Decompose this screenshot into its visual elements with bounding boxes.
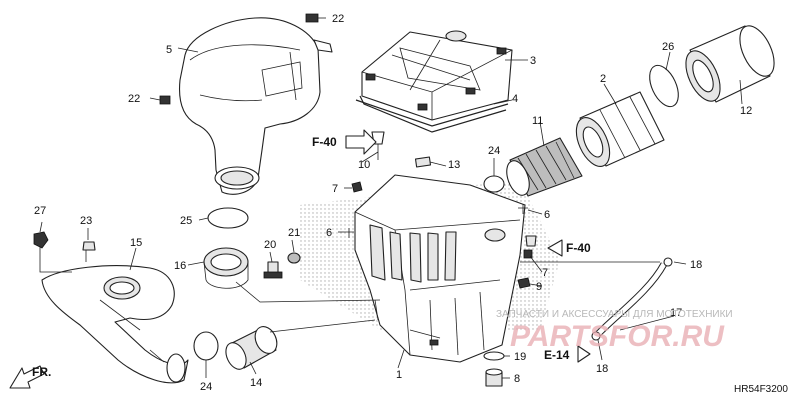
part-24-band-upper: [483, 175, 505, 193]
part-25-band: [207, 207, 249, 229]
callout-9: 9: [536, 281, 542, 293]
part-23-bolt: [82, 241, 96, 251]
ref-label-f40-right: F-40: [566, 241, 591, 255]
callout-14: 14: [250, 377, 262, 389]
part-21-grommet: [287, 252, 301, 264]
ref-arrow-f40-right: F-40: [547, 239, 591, 257]
callout-18-lower: 18: [596, 363, 608, 375]
part-6-clip-right: [518, 204, 528, 214]
callout-3: 3: [530, 55, 536, 67]
leader-lines: [39, 17, 743, 379]
callout-21: 21: [288, 227, 300, 239]
part-18-clip-upper: [663, 257, 673, 267]
callout-19: 19: [514, 351, 526, 363]
ref-label-f40-upper: F-40: [312, 135, 337, 149]
callout-17: 17: [670, 307, 682, 319]
part-5-upper-duct: [178, 17, 333, 195]
part-14-lower-joint: [225, 326, 278, 370]
part-22-bolt-upper: [305, 13, 319, 23]
part-4-gasket: [355, 95, 509, 133]
part-7-clip-upper: [351, 181, 363, 193]
callout-10: 10: [358, 159, 370, 171]
part-1-air-cleaner-case: [354, 174, 526, 363]
front-arrow: FR.: [9, 365, 51, 389]
part-10-clip: [371, 131, 385, 160]
part-16-joint: [203, 247, 249, 289]
callout-11: 11: [532, 115, 543, 127]
callout-24-upper: 24: [488, 145, 500, 157]
part-11-bellows: [506, 137, 583, 197]
callout-15: 15: [130, 237, 142, 249]
callout-4: 4: [512, 93, 518, 105]
callout-8: 8: [514, 373, 520, 385]
part-3-filter-cover: [361, 30, 513, 121]
part-12-outer-cover: [685, 25, 775, 103]
callout-16: 16: [174, 260, 186, 272]
diagram-code: HR54F3200: [734, 384, 788, 395]
part-17-drain-tube: [595, 262, 668, 337]
callout-23: 23: [80, 215, 92, 227]
callout-7-right: 7: [542, 267, 548, 279]
callout-13: 13: [448, 159, 460, 171]
callout-20: 20: [264, 239, 276, 251]
callout-2: 2: [600, 73, 606, 85]
callout-22-left: 22: [128, 93, 140, 105]
part-20-sensor: [263, 261, 283, 279]
part-26-band: [649, 64, 679, 108]
callout-7-upper: 7: [332, 183, 338, 195]
callout-24-lower: 24: [200, 381, 212, 393]
callout-6-right: 6: [544, 209, 550, 221]
callout-5: 5: [166, 44, 172, 56]
part-18-clip-lower: [591, 331, 601, 341]
ref-arrow-e14: E-14: [544, 345, 591, 363]
part-bolt-right: [525, 235, 537, 247]
part-24-band-lower: [193, 331, 219, 361]
ref-arrow-f40-upper: F-40: [312, 129, 377, 155]
watermark-brand: PARTSFOR.RU: [510, 320, 725, 353]
front-arrow-label: FR.: [32, 365, 51, 379]
callout-26: 26: [662, 41, 674, 53]
part-13-pad: [414, 156, 432, 168]
callouts: 1 2 3 4 5 6 6 7 7 8 9 10 11 12 13 14 15 …: [34, 13, 752, 393]
watermark-text: ЗАПЧАСТИ И АКСЕССУАРЫ ДЛЯ МОТОТЕХНИКИ: [496, 309, 733, 320]
part-8-cap: [485, 368, 503, 387]
callout-27: 27: [34, 205, 46, 217]
callout-6-left: 6: [326, 227, 332, 239]
callout-22-upper: 22: [332, 13, 344, 25]
part-22-bolt-left: [159, 95, 171, 105]
part-6-clip-left: [344, 228, 354, 238]
callout-12: 12: [740, 105, 752, 117]
callout-25: 25: [180, 215, 192, 227]
part-9-clip: [517, 277, 531, 289]
part-19-oring: [483, 351, 505, 361]
part-15-lower-duct: [41, 265, 189, 384]
callout-1: 1: [396, 369, 402, 381]
part-27-clip: [33, 231, 49, 249]
part-2-filter-element: [575, 91, 665, 167]
callout-18-upper: 18: [690, 259, 702, 271]
ref-label-e14: E-14: [544, 348, 570, 362]
